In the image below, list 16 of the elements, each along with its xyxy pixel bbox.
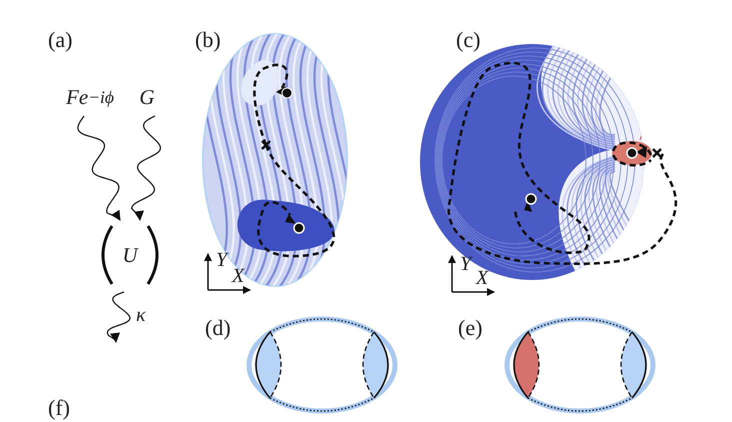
wavy-arrow — [106, 291, 130, 343]
field-label: G — [132, 82, 162, 112]
panel-label: (f) — [48, 396, 70, 420]
panel-label: (e) — [458, 316, 482, 340]
axis-label: Y — [460, 252, 472, 276]
axis-label: X — [476, 266, 488, 290]
panel-label: (a) — [48, 28, 72, 52]
axis-label: X — [232, 264, 244, 288]
panel-label: (c) — [456, 28, 480, 52]
cavity-drawing: U — [98, 222, 162, 288]
wavy-arrow — [130, 115, 161, 221]
wavy-arrow — [77, 116, 121, 221]
panel-label: (d) — [205, 316, 231, 340]
edge-label: κ — [136, 303, 146, 327]
axis-label: Y — [216, 248, 228, 272]
panel-label: (b) — [195, 28, 221, 52]
